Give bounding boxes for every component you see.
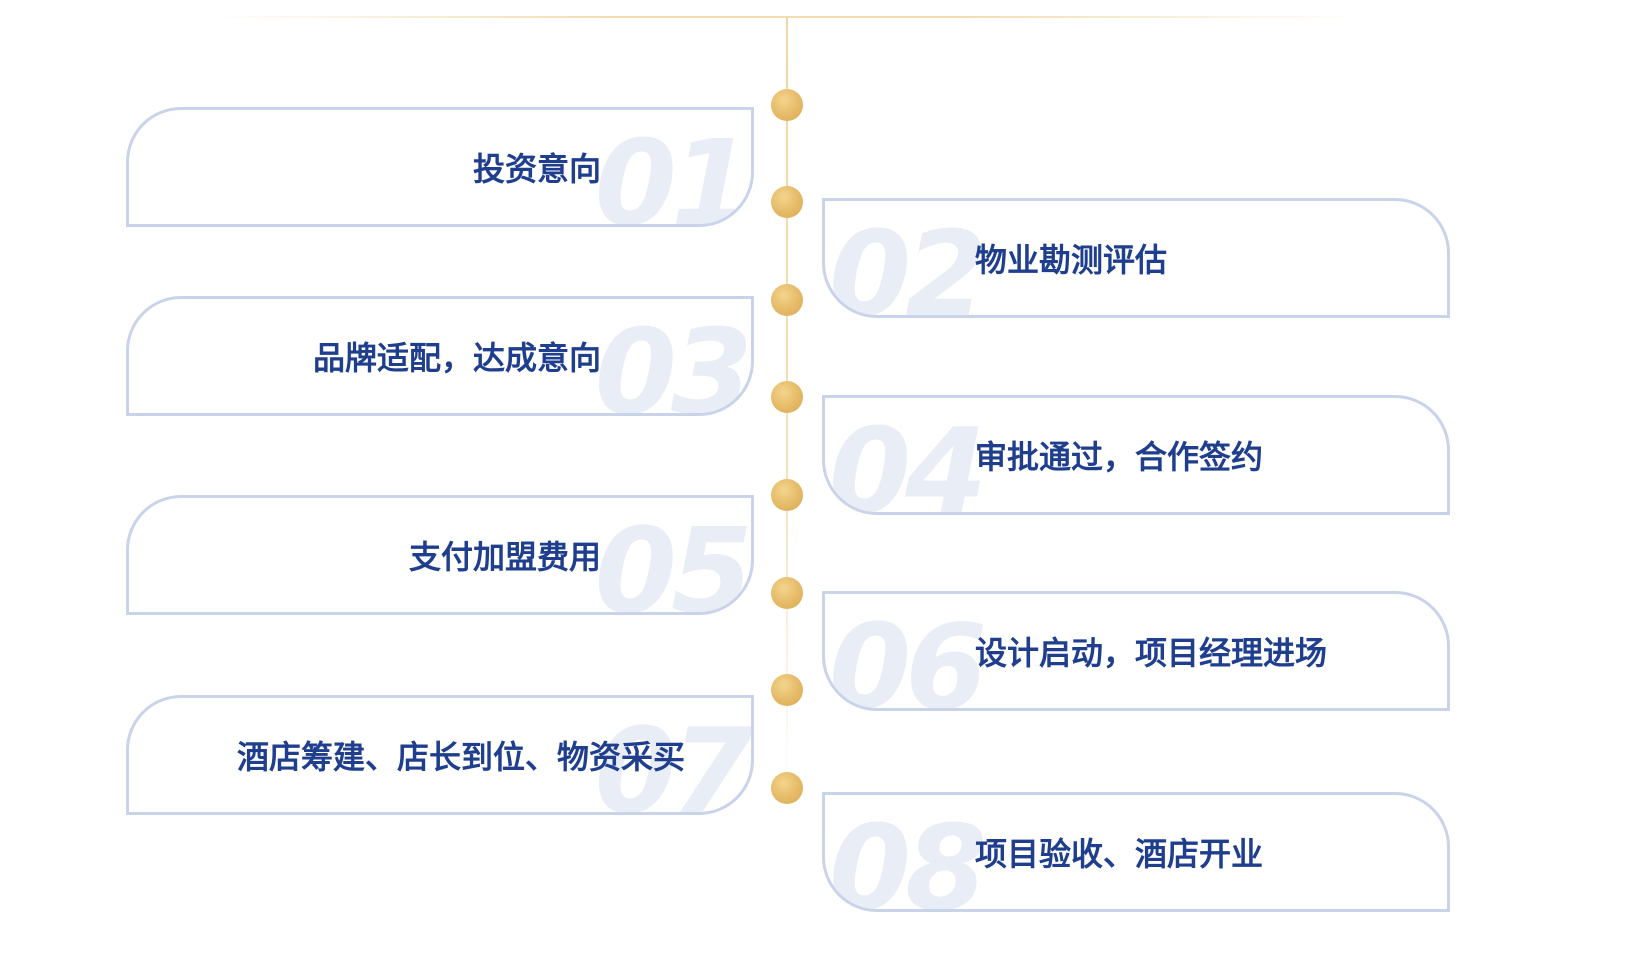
step-number: 04 (829, 402, 987, 515)
timeline-dot-4 (771, 381, 803, 413)
step-number: 06 (829, 598, 987, 711)
step-card-08: 08 项目验收、酒店开业 (822, 792, 1450, 912)
step-label: 设计启动，项目经理进场 (975, 634, 1328, 672)
step-number: 07 (594, 702, 751, 815)
step-card-01: 01 投资意向 (126, 107, 754, 227)
step-card-06: 06 设计启动，项目经理进场 (822, 591, 1450, 711)
step-number: 05 (594, 502, 751, 615)
step-card-03: 03 品牌适配，达成意向 (126, 296, 754, 416)
step-card-05: 05 支付加盟费用 (126, 495, 754, 615)
step-number: 03 (594, 303, 751, 416)
step-number: 08 (829, 799, 987, 912)
step-label: 项目验收、酒店开业 (975, 835, 1264, 873)
step-label: 审批通过，合作签约 (975, 438, 1264, 476)
step-label: 酒店筹建、店长到位、物资采买 (236, 738, 685, 776)
timeline-dot-5 (771, 479, 803, 511)
step-number: 01 (594, 114, 751, 227)
top-divider (210, 16, 1360, 18)
timeline-dot-3 (771, 284, 803, 316)
step-label: 投资意向 (472, 150, 601, 188)
step-label: 物业勘测评估 (975, 241, 1168, 279)
step-label: 支付加盟费用 (408, 538, 601, 576)
timeline-dot-1 (771, 89, 803, 121)
step-card-02: 02 物业勘测评估 (822, 198, 1450, 318)
timeline-dot-2 (771, 186, 803, 218)
timeline-dot-6 (771, 577, 803, 609)
timeline-dot-8 (771, 772, 803, 804)
timeline-dot-7 (771, 674, 803, 706)
step-card-04: 04 审批通过，合作签约 (822, 395, 1450, 515)
step-label: 品牌适配，达成意向 (312, 339, 601, 377)
step-card-07: 07 酒店筹建、店长到位、物资采买 (126, 695, 754, 815)
step-number: 02 (829, 205, 987, 318)
